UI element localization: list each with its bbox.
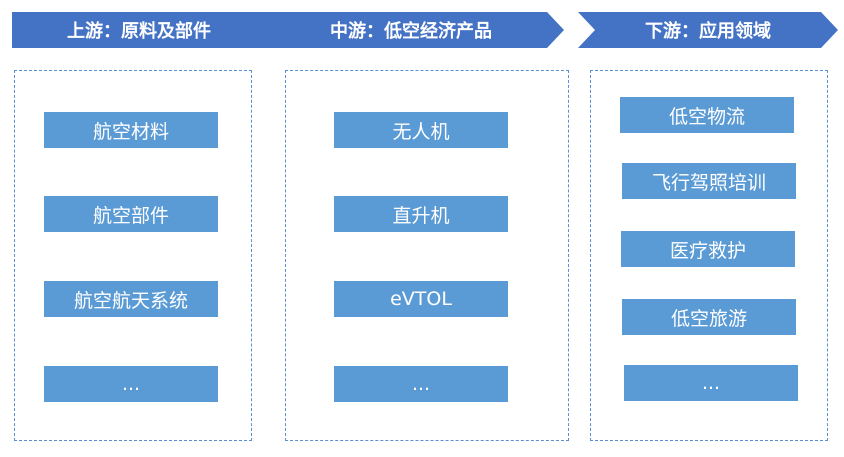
midstream-panel xyxy=(285,70,569,441)
downstream-item-label: 低空旅游 xyxy=(670,307,747,330)
downstream-item-box: 低空物流 xyxy=(620,97,794,133)
downstream-header-label: 下游：应用领域 xyxy=(645,21,771,42)
upstream-panel xyxy=(14,70,252,441)
downstream-item-label: 飞行驾照培训 xyxy=(651,171,766,194)
midstream-item-label: ... xyxy=(411,373,431,395)
upstream-item-box: 航空材料 xyxy=(44,112,218,148)
midstream-header-arrow: 中游：低空经济产品 xyxy=(258,12,564,48)
upstream-header-arrow: 上游：原料及部件 xyxy=(12,12,280,48)
upstream-item-box: 航空部件 xyxy=(44,196,218,232)
downstream-header-arrow: 下游：应用领域 xyxy=(578,12,838,48)
midstream-item-box: 无人机 xyxy=(334,112,508,148)
midstream-header-label: 中游：低空经济产品 xyxy=(330,21,492,42)
downstream-item-box: 飞行驾照培训 xyxy=(622,163,796,199)
downstream-item-label: 医疗救护 xyxy=(669,239,746,262)
midstream-item-label: 直升机 xyxy=(392,204,450,227)
downstream-panel xyxy=(590,70,828,441)
midstream-item-box: 直升机 xyxy=(334,196,508,232)
midstream-item-label: 无人机 xyxy=(392,120,450,143)
downstream-item-label: ... xyxy=(701,372,721,394)
upstream-item-label: ... xyxy=(121,373,141,395)
downstream-item-label: 低空物流 xyxy=(668,105,745,128)
downstream-item-box: 低空旅游 xyxy=(622,299,796,335)
downstream-item-box: ... xyxy=(624,365,798,401)
downstream-item-box: 医疗救护 xyxy=(621,231,795,267)
midstream-item-label: eVTOL xyxy=(390,288,452,310)
upstream-item-label: 航空部件 xyxy=(92,204,169,227)
upstream-item-box: 航空航天系统 xyxy=(44,281,218,317)
upstream-item-label: 航空材料 xyxy=(92,120,169,143)
upstream-item-label: 航空航天系统 xyxy=(73,289,188,312)
midstream-item-box: ... xyxy=(334,366,508,402)
midstream-item-box: eVTOL xyxy=(334,281,508,317)
upstream-item-box: ... xyxy=(44,366,218,402)
upstream-header-label: 上游：原料及部件 xyxy=(67,21,211,42)
